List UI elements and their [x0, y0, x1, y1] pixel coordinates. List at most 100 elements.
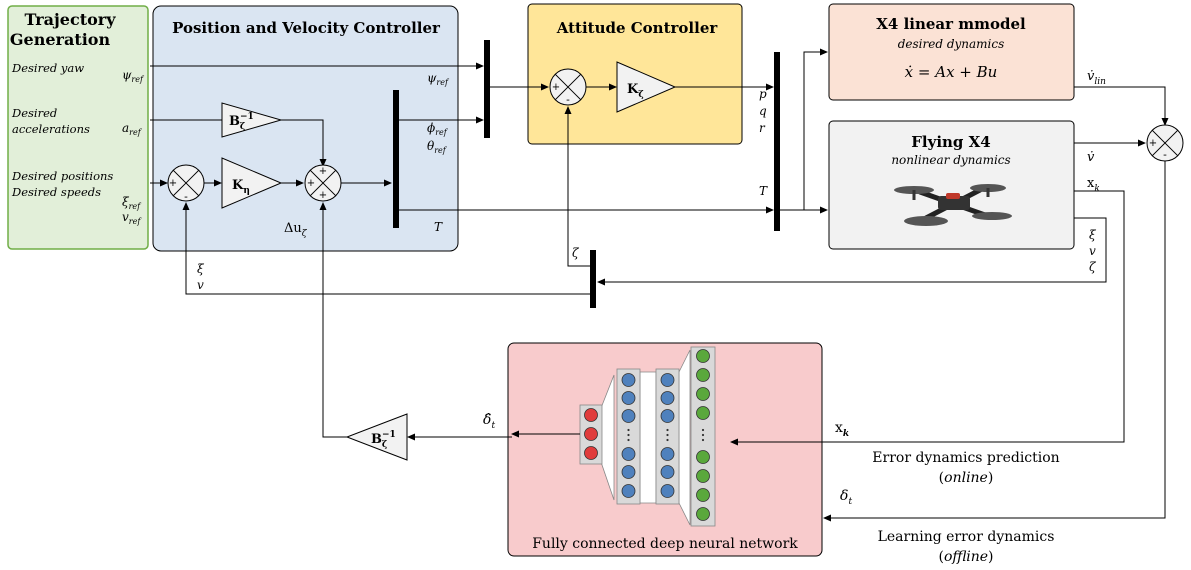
nn-hidden1-node	[621, 391, 636, 405]
nn-hidden1-ellipsis	[627, 428, 630, 432]
nn-input-node	[584, 446, 598, 460]
delta-hat-label: δ̂t	[483, 412, 495, 431]
theta-ref-output-label: θref	[427, 139, 448, 155]
linear-model-equation: ẋ = Ax + Bu	[905, 63, 998, 81]
err-sum-minus: -	[1163, 148, 1167, 161]
nn-output-ellipsis	[701, 438, 705, 442]
nn-input-node	[584, 408, 598, 422]
position-velocity-controller-block	[152, 5, 459, 252]
fly-zeta-label: ζ	[1089, 260, 1097, 274]
fb-v-label: v	[197, 278, 204, 292]
desired-yaw-label: Desired yaw	[11, 61, 84, 75]
phi-ref-output-label: ϕref	[427, 121, 449, 137]
nn-hidden1-node	[621, 373, 636, 387]
sum1-minus-sign: -	[184, 190, 188, 203]
nn-hidden2-ellipsis	[666, 438, 669, 442]
nn-hidden2-node	[660, 447, 675, 461]
nn-title: Fully connected deep neural network	[532, 536, 798, 552]
b-gain-to-sum-line	[281, 119, 327, 167]
state-feedback-line	[597, 217, 1107, 286]
thrust-label-right: T	[759, 184, 768, 198]
nn-hidden2-node	[660, 409, 675, 423]
x4-linear-model-block	[828, 3, 1075, 101]
nn-output-node	[696, 349, 710, 363]
err-sum-plus: +	[1149, 138, 1157, 149]
r-label: r	[759, 121, 766, 135]
nn-hidden2-ellipsis	[666, 428, 669, 432]
att-sum-plus: +	[552, 82, 560, 93]
nn-input-node	[584, 427, 598, 441]
trajectory-generation-block	[7, 5, 149, 250]
flying-x4-subtitle: nonlinear dynamics	[891, 153, 1010, 167]
desired-accelerations-label-2: accelerations	[12, 122, 90, 136]
nn-hidden2-node	[660, 484, 675, 498]
to-linear-model-line	[780, 48, 828, 211]
psi-ref-output-label: ψref	[427, 71, 450, 87]
nn-output-node	[696, 488, 710, 502]
k-eta-gain	[221, 157, 283, 209]
online-sub-label: (online)	[939, 470, 994, 486]
zeta-feedback-line	[564, 106, 590, 267]
delta-t-label: δt	[840, 488, 852, 507]
nn-output-node	[696, 406, 710, 420]
fly-xi-label: ξ	[1089, 228, 1097, 242]
fb-xi-label: ξ	[197, 262, 205, 276]
nn-output-node	[696, 450, 710, 464]
psi-ref-input-label: ψref	[122, 68, 145, 84]
nn-hidden1-node	[621, 447, 636, 461]
xk-label: xk	[1087, 176, 1100, 194]
vdot-lin-line	[1074, 86, 1169, 126]
nn-output-ellipsis	[701, 433, 705, 437]
attitude-title: Attitude Controller	[556, 19, 719, 37]
nn-hidden1-node	[621, 409, 636, 423]
fly-v-label: v	[1089, 244, 1096, 258]
a-ref-input-label: aref	[122, 121, 143, 137]
flying-x4-block	[828, 120, 1075, 250]
nn-hidden1-node	[621, 484, 636, 498]
linear-model-title: X4 linear mmodel	[876, 15, 1026, 33]
flying-x4-title: Flying X4	[911, 133, 990, 151]
k-eta-gain-label: Kη	[232, 178, 250, 196]
xi-v-feedback-line	[182, 202, 590, 295]
thrust-output-label: T	[434, 220, 443, 234]
nn-b-inverse-gain	[345, 413, 408, 461]
nn-hidden2-node	[660, 373, 675, 387]
delta-offline-line	[823, 161, 1166, 522]
desired-positions-label: Desired positions	[11, 169, 113, 183]
posvel-title: Position and Velocity Controller	[172, 19, 441, 37]
nn-output-ellipsis	[701, 428, 705, 432]
attitude-input-mux	[484, 40, 490, 138]
v-ref-input-label: vref	[122, 210, 142, 226]
nn-connection-3	[678, 349, 691, 526]
online-label: Error dynamics prediction	[872, 450, 1059, 466]
trajectory-title-line2: Generation	[10, 30, 111, 49]
offline-sub-label: (offline)	[939, 549, 994, 565]
nn-output-node	[696, 368, 710, 382]
nn-hidden2-node	[660, 391, 675, 405]
k-zeta-gain-label: Kζ	[627, 82, 644, 100]
nn-hidden-layer-1	[616, 368, 641, 505]
sum2-plus-left: +	[307, 178, 315, 189]
nn-hidden2-ellipsis	[666, 433, 669, 437]
nn-output-node	[696, 507, 710, 521]
quadrotor-drone-image	[894, 184, 1012, 226]
b-inverse-gain	[221, 102, 283, 138]
k-zeta-gain	[616, 61, 677, 113]
sum2-plus-top: +	[319, 166, 327, 177]
delta-u-label: Δuζ	[284, 221, 308, 239]
nn-output-node	[696, 387, 710, 401]
nn-hidden1-ellipsis	[627, 433, 630, 437]
nn-connection-2	[639, 371, 657, 504]
att-sum-minus: -	[566, 93, 570, 106]
xk-feed-to-nn-line	[730, 190, 1125, 446]
offline-label: Learning error dynamics	[878, 529, 1055, 545]
xi-ref-input-label: ξref	[122, 195, 142, 211]
nn-output-node	[696, 469, 710, 483]
nn-nodes	[584, 349, 710, 521]
q-label: q	[759, 104, 767, 118]
sum1-plus-sign: +	[169, 178, 177, 189]
compensation-line	[319, 202, 347, 438]
